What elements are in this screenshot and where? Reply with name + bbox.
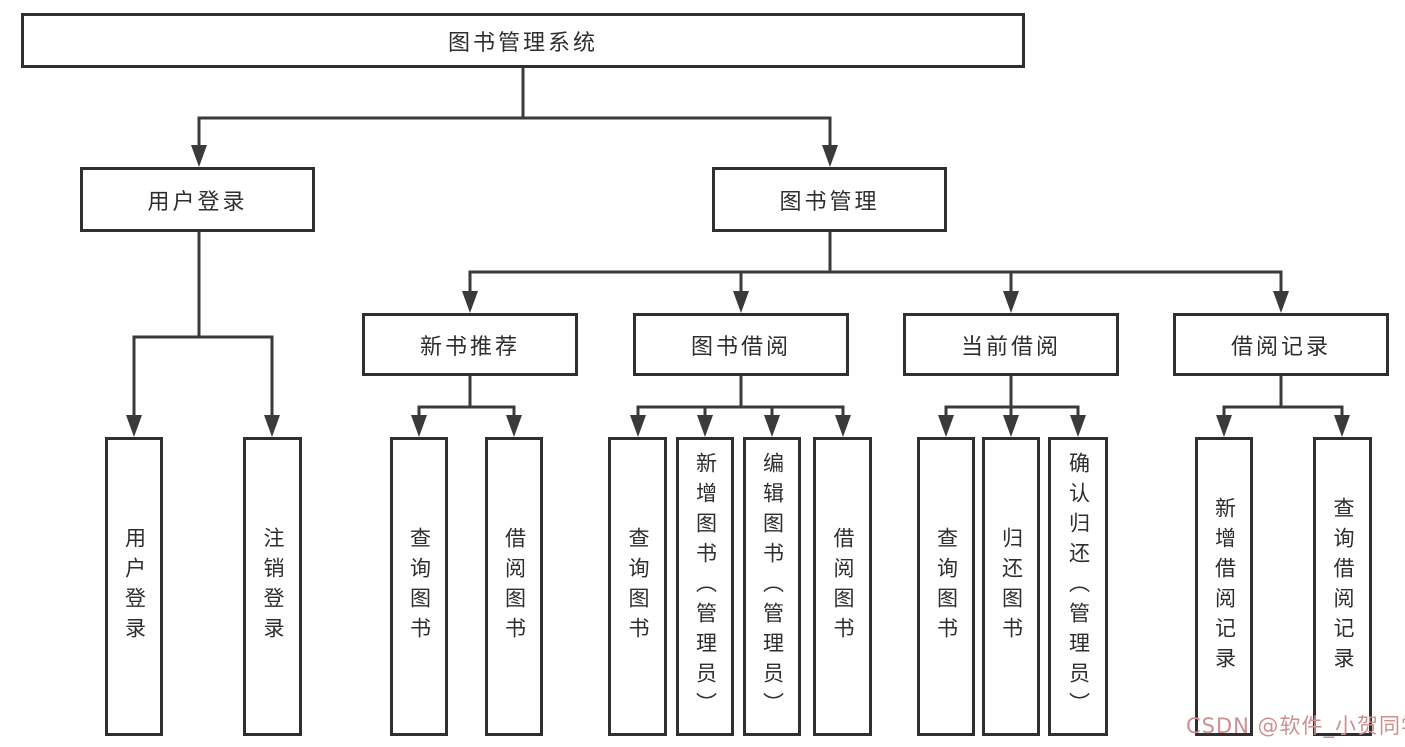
node-label: 当前借阅 [960,334,1061,360]
node-label: 查询图书 [626,526,650,647]
node-leaf-query-book-3: 查询图书 [917,437,975,736]
node-leaf-logout: 注销登录 [243,437,302,736]
node-leaf-add-borrow-record: 新增借阅记录 [1195,437,1253,736]
node-leaf-user-login: 用户登录 [105,437,163,736]
node-new-book-recommend: 新书推荐 [362,313,578,376]
node-label: 用户登录 [122,526,147,647]
node-label: 新书推荐 [419,334,520,360]
node-leaf-edit-book-admin: 编辑图书（管理员） [743,437,801,736]
node-label: 用户登录 [147,189,248,215]
node-label: 确认归还（管理员） [1066,451,1091,722]
node-leaf-query-book-2: 查询图书 [608,437,667,736]
node-label: 注销登录 [261,526,285,647]
watermark: CSDN @软件_小贺同学 [1186,714,1405,738]
node-label: 查询图书 [934,526,959,647]
node-root-label: 图书管理系统 [447,30,598,56]
node-leaf-borrow-book-2: 借阅图书 [813,437,872,736]
node-label: 查询借阅记录 [1331,496,1355,677]
node-label: 查询图书 [407,526,432,647]
node-label: 借阅记录 [1230,334,1331,360]
node-label: 归还图书 [999,526,1024,647]
node-book-borrow: 图书借阅 [633,313,849,376]
node-leaf-return-book: 归还图书 [982,437,1040,736]
node-label: 借阅图书 [831,526,855,647]
node-root: 图书管理系统 [21,13,1025,68]
node-label: 新增借阅记录 [1212,496,1237,677]
node-leaf-add-book-admin: 新增图书（管理员） [676,437,734,736]
node-current-borrow: 当前借阅 [903,313,1119,376]
node-label: 新增图书（管理员） [693,451,718,722]
node-leaf-query-book-1: 查询图书 [390,437,448,736]
node-book-management-module: 图书管理 [712,167,947,232]
node-label: 图书借阅 [690,334,791,360]
node-label: 图书管理 [779,189,880,215]
node-label: 编辑图书（管理员） [760,451,785,722]
node-user-login-module: 用户登录 [80,167,315,232]
node-borrow-record: 借阅记录 [1173,313,1389,376]
node-leaf-borrow-book-1: 借阅图书 [485,437,543,736]
node-leaf-confirm-return-admin: 确认归还（管理员） [1048,437,1108,736]
node-label: 借阅图书 [502,526,527,647]
node-leaf-query-borrow-record: 查询借阅记录 [1313,437,1372,736]
